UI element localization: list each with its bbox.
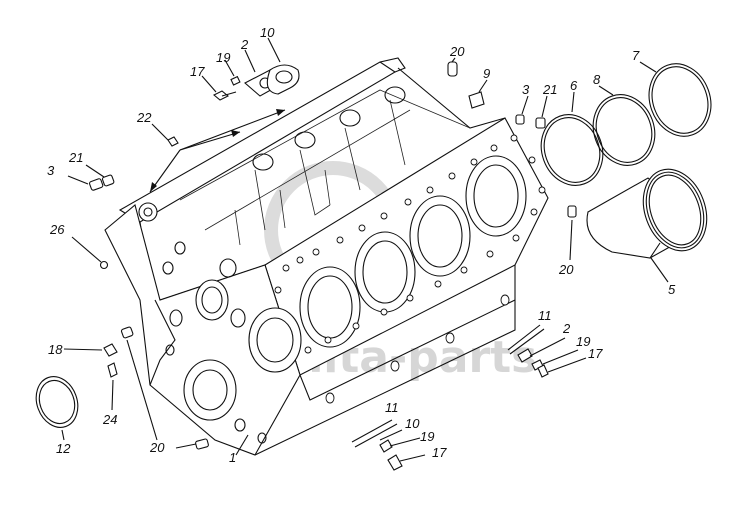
seal-rings — [540, 61, 712, 186]
callout-11-mid: 11 — [538, 308, 552, 323]
callout-12: 12 — [56, 441, 71, 456]
bottom-cover-set — [351, 419, 426, 471]
callout-9: 9 — [483, 66, 490, 81]
callout-17-top: 17 — [190, 64, 205, 79]
cylinder-liner — [586, 168, 708, 283]
callout-10-bottom: 10 — [405, 416, 420, 431]
side-cover-set — [507, 324, 587, 378]
pin-20-right — [567, 205, 577, 218]
stud-holes — [274, 134, 546, 354]
callout-18: 18 — [48, 342, 63, 357]
callout-20-top: 20 — [449, 44, 465, 59]
callout-22: 22 — [136, 110, 152, 125]
skirt-bolt-holes — [325, 294, 510, 404]
callout-7: 7 — [632, 48, 640, 63]
callout-21-right: 21 — [542, 82, 557, 97]
callout-20-right: 20 — [558, 262, 574, 277]
callout-19-top: 19 — [216, 50, 230, 65]
front-small-parts — [35, 326, 209, 450]
callout-26: 26 — [49, 222, 65, 237]
cylinder-bores — [299, 155, 527, 348]
plug-26 — [99, 260, 109, 270]
engine-block — [104, 57, 549, 456]
callout-8: 8 — [593, 72, 601, 87]
callout-6: 6 — [570, 78, 578, 93]
callout-17-mid: 17 — [588, 346, 603, 361]
callout-10-top: 10 — [260, 25, 275, 40]
top-right-small-parts — [447, 57, 548, 129]
callout-1: 1 — [229, 450, 236, 465]
callout-3-right: 3 — [522, 82, 530, 97]
callout-labels: 2 10 19 17 22 21 3 26 20 9 3 21 6 8 7 20… — [47, 25, 676, 465]
left-dowels — [67, 164, 115, 191]
callout-2-top: 2 — [240, 37, 249, 52]
callout-17-bottom: 17 — [432, 445, 447, 460]
callout-11-bottom: 11 — [385, 400, 399, 415]
callout-19-mid: 19 — [576, 334, 590, 349]
plug-22 — [167, 136, 179, 147]
callout-2-mid: 2 — [562, 321, 571, 336]
callout-19-bottom: 19 — [420, 429, 434, 444]
callout-20-bottom: 20 — [149, 440, 165, 455]
callout-3-left: 3 — [47, 163, 55, 178]
callout-24: 24 — [102, 412, 117, 427]
callout-5: 5 — [668, 282, 676, 297]
callout-21-left: 21 — [68, 150, 83, 165]
cover-plate-top — [201, 37, 300, 101]
